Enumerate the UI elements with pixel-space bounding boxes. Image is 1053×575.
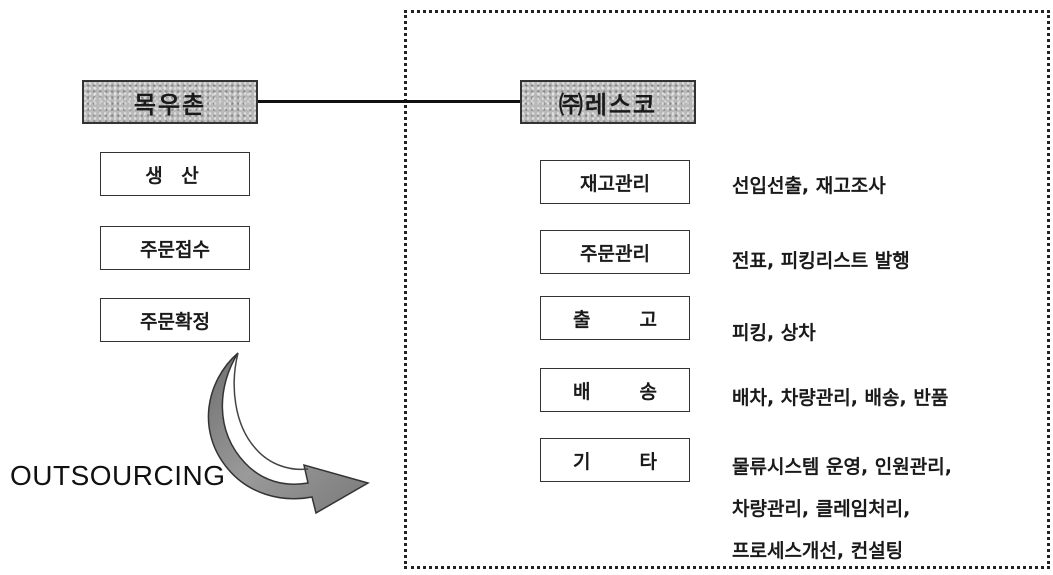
left-task-order-confirm: 주문확정	[100, 298, 250, 342]
right-task-desc: 배차, 차량관리, 배송, 반품	[732, 387, 949, 409]
right-task-label-first: 출	[573, 308, 591, 331]
right-task-label-second: 송	[639, 380, 657, 403]
left-org-title: 목우촌	[133, 90, 207, 119]
right-task-order-mgmt: 주문관리	[540, 230, 690, 274]
left-task-label: 생 산	[145, 164, 205, 187]
org-connector-line	[256, 100, 522, 103]
right-task-label: 재고관리	[580, 172, 650, 195]
right-task-label-second: 타	[639, 450, 657, 473]
right-task-delivery: 배 송	[540, 368, 690, 412]
lesco-scope-frame	[404, 10, 1050, 569]
right-task-desc: 차량관리, 클레임처리,	[732, 498, 911, 520]
right-task-label-first: 기	[573, 450, 591, 473]
right-task-label-first: 배	[573, 380, 591, 403]
left-org-header: 목우촌	[82, 80, 258, 124]
right-task-label-second: 고	[639, 308, 657, 331]
left-task-order-receipt: 주문접수	[100, 226, 250, 270]
outsourcing-label: OUTSOURCING	[10, 460, 226, 491]
left-task-production: 생 산	[100, 152, 250, 196]
curved-arrow-icon	[207, 352, 370, 515]
right-task-other: 기 타	[540, 438, 690, 482]
right-task-desc: 선입선출, 재고조사	[732, 175, 886, 197]
right-task-inventory: 재고관리	[540, 160, 690, 204]
right-task-desc: 물류시스템 운영, 인원관리,	[732, 456, 952, 478]
right-task-label: 주문관리	[580, 242, 650, 265]
right-task-desc: 프로세스개선, 컨설팅	[732, 540, 904, 562]
right-org-title: ㈜레스코	[558, 90, 658, 119]
right-task-shipping: 출 고	[540, 296, 690, 340]
right-task-desc: 전표, 피킹리스트 발행	[732, 250, 910, 272]
left-task-label: 주문확정	[140, 310, 210, 333]
left-task-label: 주문접수	[140, 238, 210, 261]
right-task-desc: 피킹, 상차	[732, 322, 816, 344]
right-org-header: ㈜레스코	[520, 80, 696, 124]
